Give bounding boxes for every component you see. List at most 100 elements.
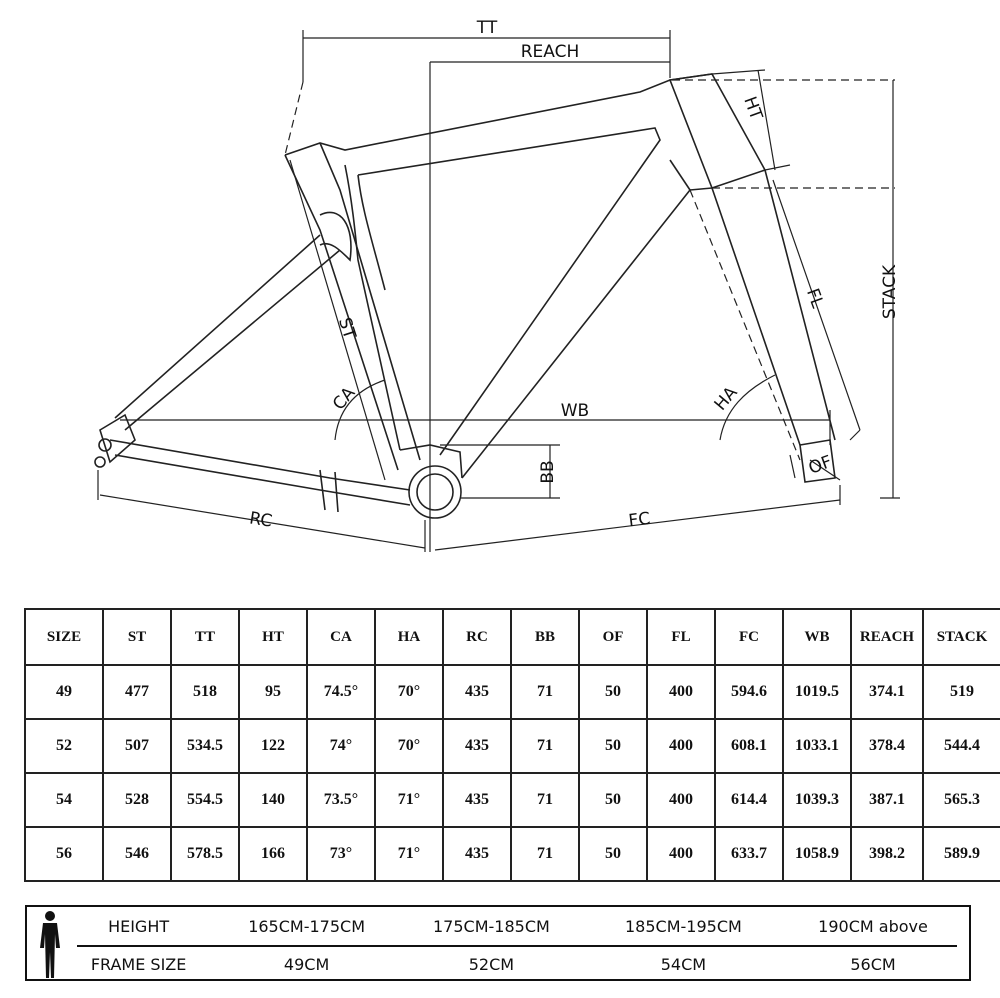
table-cell: 477 (102, 664, 172, 720)
table-cell: 50 (578, 772, 648, 828)
height-row: HEIGHT 165CM-175CM 175CM-185CM 185CM-195… (27, 909, 969, 943)
table-cell: 71 (510, 826, 580, 882)
column-header: RC (442, 608, 512, 666)
column-header: REACH (850, 608, 924, 666)
table-cell: 71 (510, 772, 580, 828)
frame-size-value: 56CM (850, 954, 896, 974)
person-icon (40, 911, 60, 978)
table-cell: 166 (238, 826, 308, 882)
table-cell: 398.2 (850, 826, 924, 882)
table-cell: 633.7 (714, 826, 784, 882)
table-cell: 400 (646, 664, 716, 720)
height-label: HEIGHT (108, 916, 170, 936)
table-cell: 565.3 (922, 772, 1000, 828)
wb-label: WB (561, 401, 589, 421)
table-cell: 554.5 (170, 772, 240, 828)
table-cell: 50 (578, 718, 648, 774)
height-value: 185CM-195CM (624, 916, 742, 936)
rc-label: RC (248, 508, 274, 531)
table-cell: 1039.3 (782, 772, 852, 828)
ca-label: CA (329, 383, 360, 414)
table-cell: 400 (646, 826, 716, 882)
table-cell: 140 (238, 772, 308, 828)
table-cell: 546 (102, 826, 172, 882)
table-cell: 544.4 (922, 718, 1000, 774)
column-header: WB (782, 608, 852, 666)
column-header: FC (714, 608, 784, 666)
bb-label: BB (538, 460, 558, 483)
table-cell: 400 (646, 772, 716, 828)
table-cell: 435 (442, 664, 512, 720)
table-cell: 518 (170, 664, 240, 720)
table-cell: 56 (24, 826, 104, 882)
column-header: BB (510, 608, 580, 666)
table-cell: 435 (442, 826, 512, 882)
table-cell: 49 (24, 664, 104, 720)
table-cell: 578.5 (170, 826, 240, 882)
table-cell: 71 (510, 664, 580, 720)
table-cell: 74.5° (306, 664, 376, 720)
column-header: OF (578, 608, 648, 666)
table-cell: 374.1 (850, 664, 924, 720)
table-cell: 400 (646, 718, 716, 774)
table-cell: 1019.5 (782, 664, 852, 720)
table-cell: 435 (442, 718, 512, 774)
dimension-lines (97, 30, 900, 552)
table-cell: 74° (306, 718, 376, 774)
divider (77, 945, 957, 947)
table-cell: 50 (578, 826, 648, 882)
height-value: 175CM-185CM (432, 916, 550, 936)
fl-label: FL (802, 286, 828, 311)
table-cell: 589.9 (922, 826, 1000, 882)
column-header: ST (102, 608, 172, 666)
ha-label: HA (711, 383, 742, 415)
fc-label: FC (627, 509, 651, 531)
frame-size-value: 52CM (468, 954, 515, 974)
frame-geometry-diagram: TT REACH HT STACK FL ST CA HA WB BB OF R… (94, 18, 900, 552)
table-cell: 378.4 (850, 718, 924, 774)
table-cell: 70° (374, 718, 444, 774)
table-cell: 122 (238, 718, 308, 774)
table-cell: 519 (922, 664, 1000, 720)
table-cell: 95 (238, 664, 308, 720)
table-cell: 1058.9 (782, 826, 852, 882)
table-cell: 71° (374, 826, 444, 882)
frame-size-value: 49CM (283, 954, 330, 974)
frame-size-value: 54CM (660, 954, 707, 974)
stack-label: STACK (880, 264, 900, 319)
table-cell: 608.1 (714, 718, 784, 774)
column-header: HA (374, 608, 444, 666)
table-cell: 73° (306, 826, 376, 882)
frame-size-label: FRAME SIZE (90, 954, 187, 974)
table-cell: 594.6 (714, 664, 784, 720)
column-header: FL (646, 608, 716, 666)
of-label: OF (806, 452, 835, 479)
table-cell: 71 (510, 718, 580, 774)
table-cell: 54 (24, 772, 104, 828)
height-value: 165CM-175CM (248, 916, 365, 936)
column-header: HT (238, 608, 308, 666)
size-chart: HEIGHT 165CM-175CM 175CM-185CM 185CM-195… (25, 905, 971, 981)
table-cell: 507 (102, 718, 172, 774)
frame-size-row: FRAME SIZE 49CM 52CM 54CM 56CM (27, 947, 969, 981)
table-cell: 534.5 (170, 718, 240, 774)
tt-label: TT (476, 18, 498, 38)
column-header: STACK (922, 608, 1000, 666)
reach-label: REACH (521, 42, 580, 62)
table-cell: 1033.1 (782, 718, 852, 774)
table-cell: 614.4 (714, 772, 784, 828)
bike-frame (94, 73, 836, 519)
table-cell: 50 (578, 664, 648, 720)
table-cell: 71° (374, 772, 444, 828)
table-cell: 528 (102, 772, 172, 828)
table-cell: 435 (442, 772, 512, 828)
column-header: TT (170, 608, 240, 666)
table-cell: 52 (24, 718, 104, 774)
height-value: 190CM above (818, 916, 928, 936)
table-cell: 73.5° (306, 772, 376, 828)
